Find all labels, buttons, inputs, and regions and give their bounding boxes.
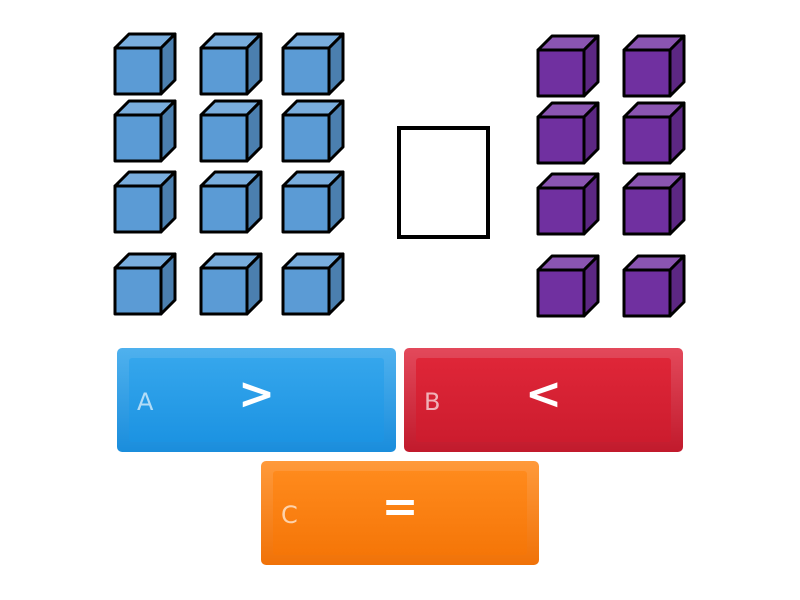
cube-block	[199, 252, 263, 316]
equals-symbol: =	[381, 481, 419, 533]
cube-block	[113, 32, 177, 96]
cube-block	[536, 254, 600, 318]
cube-block	[622, 172, 686, 236]
purple-cube-group	[536, 34, 686, 318]
cube-block	[622, 254, 686, 318]
answer-button-c[interactable]: C =	[261, 461, 539, 565]
cube-block	[199, 99, 263, 163]
answer-button-face	[416, 358, 671, 442]
answer-box[interactable]	[397, 126, 490, 239]
less-than-symbol: <	[525, 368, 562, 420]
answer-letter-c: C	[281, 501, 298, 529]
cube-block	[113, 170, 177, 234]
cube-block	[281, 170, 345, 234]
cube-block	[281, 32, 345, 96]
cube-block	[622, 101, 686, 165]
cube-block	[536, 172, 600, 236]
answer-letter-b: B	[424, 388, 441, 416]
answer-button-face	[129, 358, 384, 442]
blue-cube-group	[113, 32, 345, 316]
cube-block	[536, 101, 600, 165]
answer-button-face	[273, 471, 527, 555]
cube-block	[199, 170, 263, 234]
cube-block	[199, 32, 263, 96]
cube-block	[281, 99, 345, 163]
cube-block	[622, 34, 686, 98]
cube-block	[536, 34, 600, 98]
cube-block	[113, 252, 177, 316]
cube-block	[281, 252, 345, 316]
cube-block	[113, 99, 177, 163]
answer-button-b[interactable]: B <	[404, 348, 683, 452]
greater-than-symbol: >	[238, 368, 275, 420]
comparison-scene	[113, 32, 686, 318]
answer-letter-a: A	[137, 388, 154, 416]
answer-button-a[interactable]: A >	[117, 348, 396, 452]
